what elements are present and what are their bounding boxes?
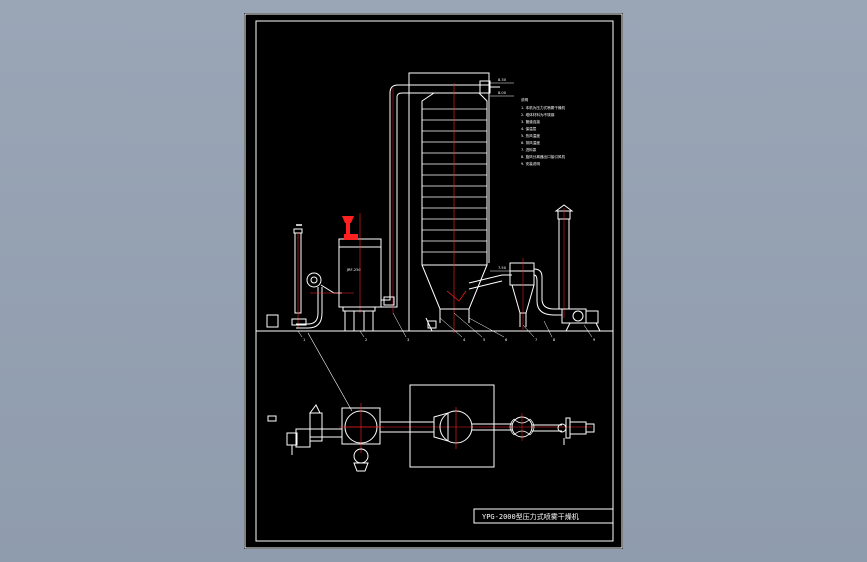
part-number-9: 9 bbox=[593, 338, 596, 342]
plan-blower bbox=[286, 404, 342, 455]
elevation-view: JRF-250 bbox=[266, 72, 601, 342]
exhaust-stack-left bbox=[291, 224, 307, 328]
exhaust-stack-right bbox=[554, 204, 601, 332]
elevation-2: 8.00 bbox=[498, 91, 507, 95]
note-9: 9. 安装说明 bbox=[521, 161, 540, 166]
plan-exhaust-fan bbox=[532, 417, 595, 445]
cyclone-separator bbox=[468, 258, 562, 331]
plan-marker bbox=[267, 415, 277, 422]
part-number-leaders bbox=[297, 312, 593, 338]
elevation-3: 7.50 bbox=[498, 266, 507, 270]
plan-view bbox=[267, 332, 595, 472]
part-number-5: 5 bbox=[483, 338, 485, 342]
plan-tower bbox=[409, 384, 495, 468]
inner-border bbox=[255, 20, 614, 542]
note-5: 5. 热风温度 bbox=[521, 133, 540, 138]
part-number-2: 2 bbox=[365, 338, 367, 342]
elevation-markers: 8.30 8.00 7.50 bbox=[490, 78, 514, 272]
title-block: YPG-2000型压力式喷雾干燥机 bbox=[473, 508, 614, 524]
note-8: 8. 旋风分离器出口接引风机 bbox=[521, 154, 566, 159]
part-number-1: 1 bbox=[303, 338, 305, 342]
drawing-sheet: JRF-250 bbox=[244, 13, 623, 549]
plan-leader bbox=[307, 332, 353, 412]
plan-heater bbox=[339, 403, 384, 472]
heater-label: JRF-250 bbox=[346, 268, 361, 272]
part-number-3: 3 bbox=[407, 338, 409, 342]
drying-tower bbox=[408, 72, 500, 333]
note-6: 6. 排风温度 bbox=[521, 140, 540, 145]
note-7: 7. 进料泵 bbox=[521, 147, 537, 152]
drawing-title: YPG-2000型压力式喷雾干燥机 bbox=[482, 512, 579, 521]
part-numbers: 1 2 3 4 5 6 7 8 9 bbox=[303, 338, 596, 342]
outer-border bbox=[244, 13, 623, 549]
notes-heading: 说明 bbox=[521, 97, 529, 102]
air-heater: JRF-250 bbox=[338, 213, 382, 331]
part-number-4: 4 bbox=[463, 338, 466, 342]
part-number-8: 8 bbox=[553, 338, 556, 342]
note-3: 3. 管道连接 bbox=[521, 119, 540, 124]
note-2: 2. 塔体材料为不锈钢 bbox=[521, 112, 555, 117]
engineering-drawing: JRF-250 bbox=[244, 13, 623, 549]
note-4: 4. 保温层 bbox=[521, 126, 537, 131]
notes-block: 说明 1. 本机为压力式喷雾干燥机 2. 塔体材料为不锈钢 3. 管道连接 4.… bbox=[521, 97, 566, 166]
part-number-7: 7 bbox=[535, 338, 537, 342]
plan-cyclones bbox=[509, 413, 535, 441]
elevation-1: 8.30 bbox=[498, 78, 507, 82]
part-number-6: 6 bbox=[505, 338, 508, 342]
hot-air-duct bbox=[381, 84, 434, 313]
note-1: 1. 本机为压力式喷雾干燥机 bbox=[521, 105, 566, 110]
plan-duct bbox=[344, 421, 592, 433]
control-box bbox=[266, 314, 279, 328]
